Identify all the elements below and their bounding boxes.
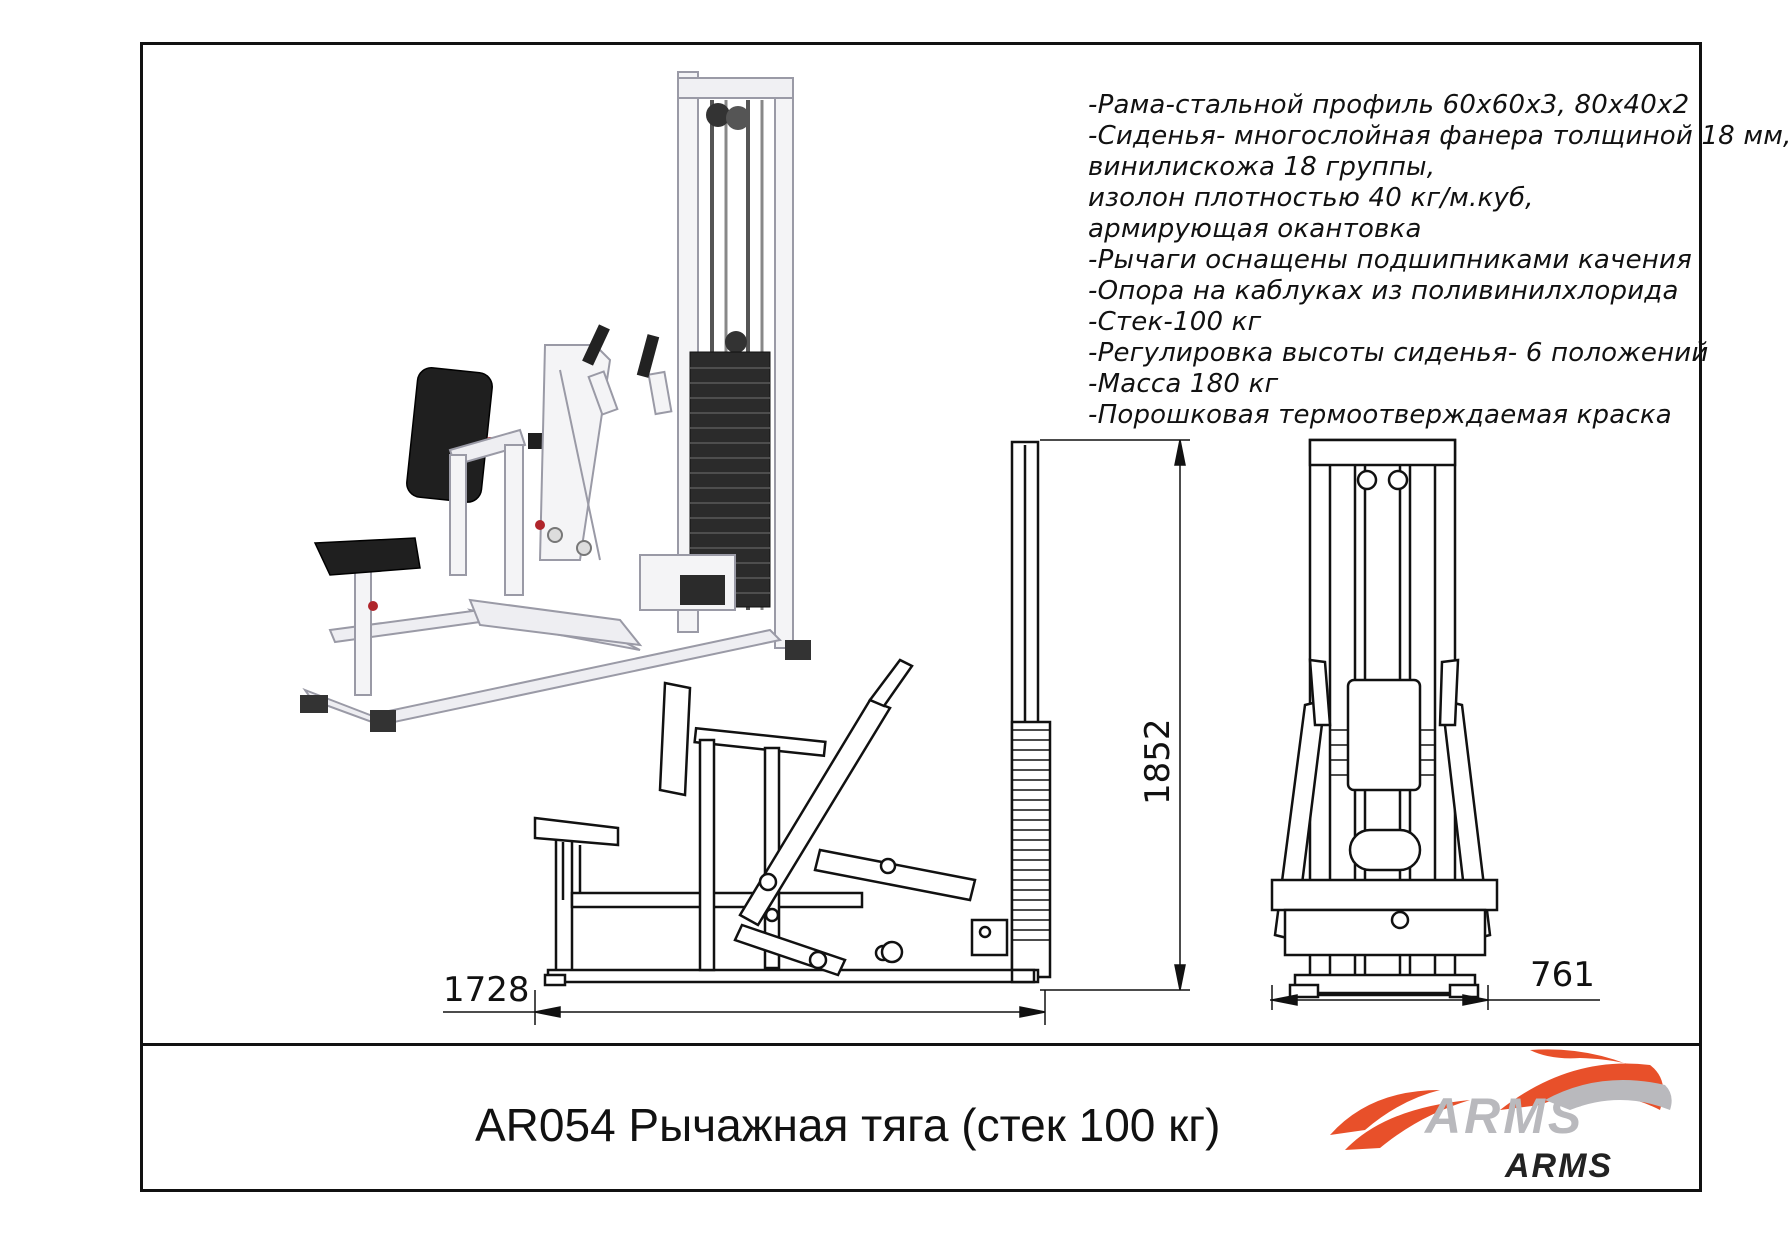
length-dimension-label: 1728: [443, 970, 530, 1010]
specifications-list: -Рама-стальной профиль 60х60х3, 80х40х2 …: [1088, 90, 1791, 431]
arms-logo-text-large: ARMS: [1425, 1088, 1585, 1144]
drawing-frame: [140, 42, 1702, 1192]
arms-logo: [1330, 1049, 1672, 1150]
spec-line: -Опора на каблуках из поливинилхлорида: [1088, 276, 1679, 306]
spec-line: винилискожа 18 группы,: [1088, 152, 1436, 182]
drawing-sheet: -Рама-стальной профиль 60х60х3, 80х40х2 …: [140, 42, 1791, 1192]
spec-line: -Порошковая термоотверждаемая краска: [1088, 400, 1672, 430]
spec-line: -Масса 180 кг: [1088, 369, 1279, 399]
front-view-drawing: [1270, 438, 1499, 999]
dimension-lines: [443, 439, 1600, 1025]
title-block-divider: [140, 1043, 1702, 1046]
width-dimension-label: 761: [1530, 955, 1595, 995]
spec-line: -Сиденья- многослойная фанера толщиной 1…: [1088, 121, 1791, 151]
height-dimension-label: 1852: [1138, 718, 1178, 805]
machine-3d-render: [300, 71, 811, 732]
arms-logo-swoosh-grey: [1545, 1080, 1672, 1110]
side-view-drawing: [533, 440, 1052, 987]
spec-line: изолон плотностью 40 кг/м.куб,: [1088, 183, 1534, 213]
spec-line: армирующая окантовка: [1088, 214, 1422, 244]
spec-line: -Рама-стальной профиль 60х60х3, 80х40х2: [1088, 90, 1690, 120]
drawing-title: AR054 Рычажная тяга (стек 100 кг): [475, 1099, 1221, 1151]
technical-drawing: [300, 71, 1672, 1150]
arms-logo-text-small: ARMS: [1505, 1147, 1614, 1185]
spec-line: -Рычаги оснащены подшипниками качения: [1088, 245, 1692, 275]
spec-line: -Стек-100 кг: [1088, 307, 1262, 337]
spec-line: -Регулировка высоты сиденья- 6 положений: [1088, 338, 1709, 368]
